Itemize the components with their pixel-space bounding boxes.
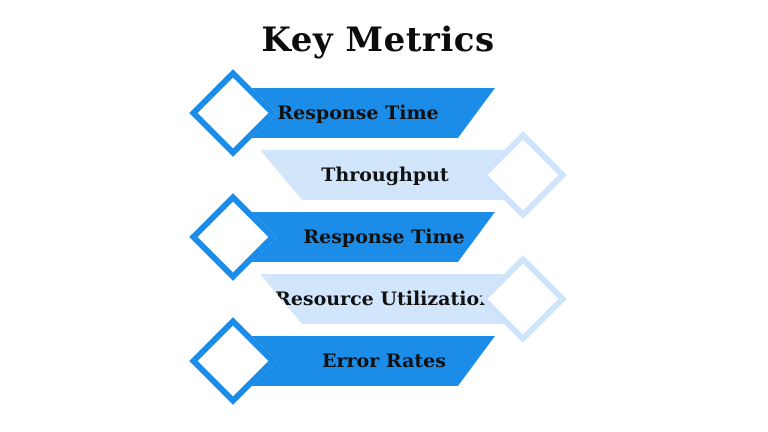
diamond-icon <box>189 69 277 157</box>
banner-response-time-2: Response Time <box>234 212 495 262</box>
diamond-icon <box>189 193 277 281</box>
banner-label: Response Time <box>277 102 439 124</box>
banner-response-time-1: Response Time <box>234 88 495 138</box>
banner-label: Resource Utilization <box>275 288 493 310</box>
banner-label: Throughput <box>321 164 449 186</box>
banner-label: Error Rates <box>322 350 446 372</box>
banner-label: Response Time <box>303 226 465 248</box>
banner-error-rates: Error Rates <box>234 336 495 386</box>
banner-throughput: Throughput <box>260 150 523 200</box>
diamond-icon <box>479 131 567 219</box>
page-title: Key Metrics <box>261 20 495 60</box>
diamond-icon <box>479 255 567 343</box>
diamond-icon <box>189 317 277 405</box>
